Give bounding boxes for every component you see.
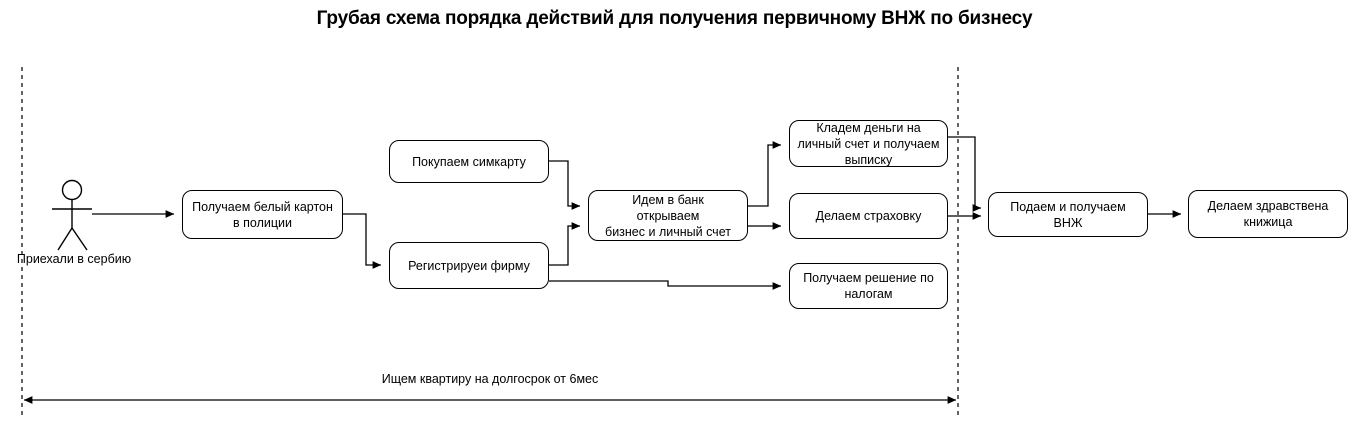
- node-sim-card[interactable]: Покупаем симкарту: [389, 140, 549, 183]
- node-submit-residence-label: Подаем и получаем ВНЖ: [1010, 199, 1126, 230]
- page-title: Грубая схема порядка действий для получе…: [316, 8, 1033, 29]
- node-health-book-label: Делаем здравствена книжица: [1207, 199, 1329, 229]
- node-white-carton[interactable]: Получаем белый картон в полиции: [182, 190, 343, 239]
- node-register-firm[interactable]: Регистрируеи фирму: [389, 242, 549, 289]
- node-white-carton-label: Получаем белый картон в полиции: [192, 199, 333, 230]
- node-deposit-money-label: Кладем деньги на личный счет и получаем …: [797, 120, 940, 167]
- node-bank-line-1: Идем в банк: [632, 192, 704, 207]
- node-tax-decision-label: Получаем решение по налогам: [803, 271, 934, 301]
- edge-bank-to-deposit: [748, 141, 782, 207]
- node-bank-line-3: бизнес и личный счет: [605, 224, 731, 239]
- node-insurance[interactable]: Делаем страховку: [789, 193, 948, 239]
- node-health-book[interactable]: Делаем здравствена книжица: [1188, 190, 1348, 238]
- node-bank-label: Идем в банк открываем бизнес и личный сч…: [605, 192, 731, 240]
- actor-label: Приехали в сербию: [16, 252, 132, 266]
- edge-firm-to-bank: [549, 222, 581, 266]
- timeline-label: Ищем квартиру на долгосрок от 6мес: [381, 372, 599, 386]
- stick-figure-icon: [52, 179, 92, 251]
- edge-firm-to-tax: [549, 280, 782, 290]
- edge-deposit-to-submit: [948, 136, 982, 212]
- edge-sim-to-bank: [549, 160, 581, 210]
- node-insurance-label: Делаем страховку: [815, 209, 922, 223]
- node-bank-line-2: открываем: [636, 208, 700, 223]
- node-register-firm-label: Регистрируеи фирму: [408, 258, 530, 273]
- node-submit-residence[interactable]: Подаем и получаем ВНЖ: [988, 192, 1148, 237]
- node-tax-decision[interactable]: Получаем решение по налогам: [789, 263, 948, 309]
- node-bank[interactable]: Идем в банк открываем бизнес и личный сч…: [588, 190, 748, 241]
- edge-carton-to-firm: [343, 213, 382, 269]
- node-sim-card-label: Покупаем симкарту: [412, 154, 526, 169]
- node-deposit-money[interactable]: Кладем деньги на личный счет и получаем …: [789, 120, 948, 167]
